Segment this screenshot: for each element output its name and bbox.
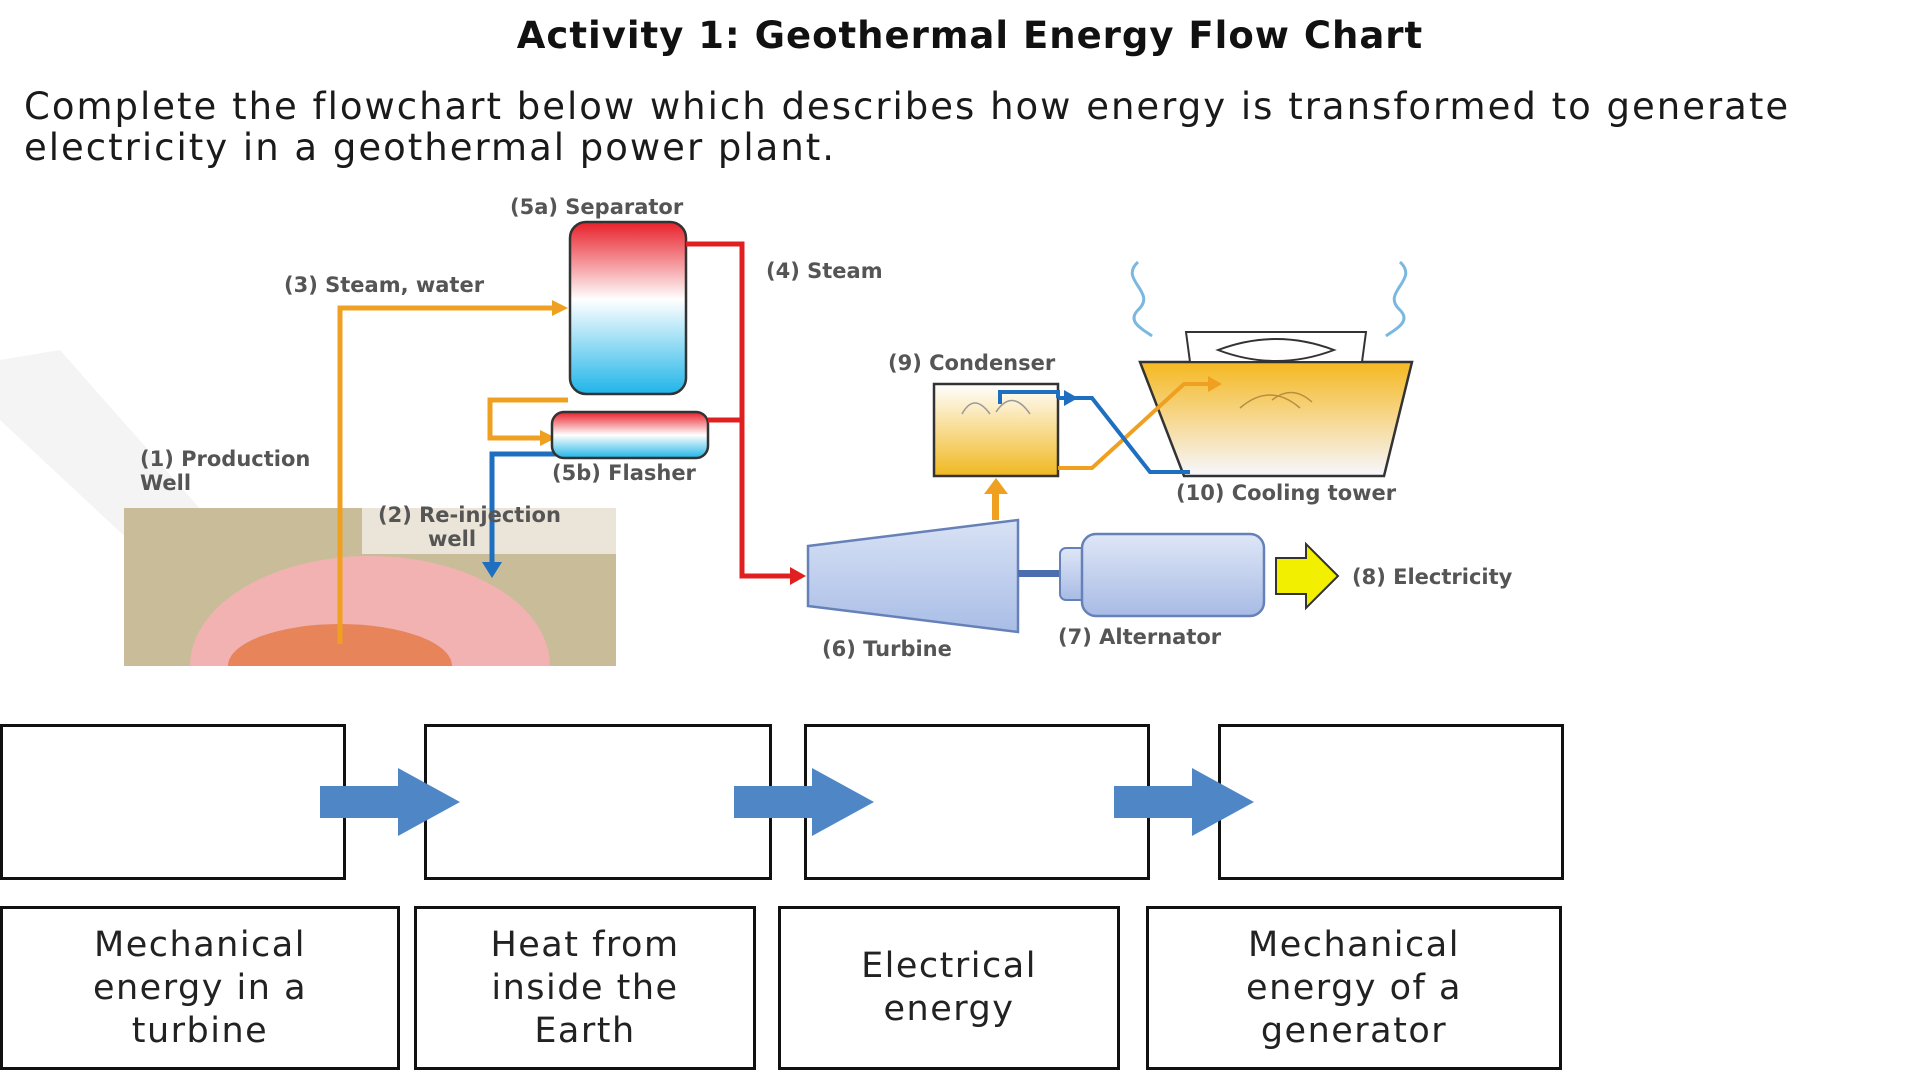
option-line: energy bbox=[883, 989, 1015, 1029]
flow-arrow-icon bbox=[320, 768, 460, 836]
option-line: Mechanical bbox=[94, 924, 306, 965]
steam-label: (4) Steam bbox=[766, 259, 883, 283]
production-well-label-line2: Well bbox=[140, 471, 191, 495]
condenser-label: (9) Condenser bbox=[888, 351, 1056, 375]
option-line: inside the bbox=[491, 967, 679, 1008]
option-line: turbine bbox=[131, 1010, 269, 1051]
reinjection-label-line1: (2) Re-injection bbox=[378, 503, 561, 527]
production-well-pipe bbox=[337, 305, 568, 644]
alternator bbox=[1059, 532, 1266, 618]
separator-label: (5a) Separator bbox=[510, 195, 684, 219]
geothermal-plant-diagram: (5a) Separator (3) Steam, water (4) Stea… bbox=[0, 195, 1513, 700]
option-line: Electrical bbox=[861, 946, 1037, 986]
reinjection-pipe bbox=[489, 451, 560, 566]
answer-box-2[interactable] bbox=[424, 724, 772, 880]
cooling-tower-label: (10) Cooling tower bbox=[1176, 481, 1397, 505]
reinjection-arrowhead bbox=[482, 562, 502, 578]
instructions: Complete the flowchart below which descr… bbox=[24, 85, 1791, 169]
flow-arrow-icon bbox=[734, 768, 874, 836]
flasher-arrowhead bbox=[540, 430, 556, 446]
production-well-label-line1: (1) Production bbox=[140, 447, 310, 471]
flasher-label: (5b) Flasher bbox=[552, 461, 697, 485]
condenser-return-arrowhead bbox=[1064, 390, 1078, 406]
alternator-label: (7) Alternator bbox=[1058, 625, 1222, 649]
option-line: energy in a bbox=[92, 967, 308, 1008]
option-line: energy of a bbox=[1246, 967, 1462, 1008]
option-line: generator bbox=[1260, 1010, 1448, 1051]
answer-box-1[interactable] bbox=[0, 724, 346, 880]
electricity-arrow-icon bbox=[1275, 541, 1340, 611]
flow-arrow-icon bbox=[1114, 768, 1254, 836]
steam-water-arrowhead bbox=[552, 300, 568, 316]
turbine bbox=[806, 518, 1020, 634]
flasher-vessel bbox=[550, 410, 710, 460]
steam-pipe bbox=[686, 241, 796, 579]
option-line: Heat from bbox=[490, 924, 680, 965]
condenser bbox=[932, 382, 1060, 478]
option-line: Earth bbox=[534, 1010, 636, 1051]
option-line: Mechanical bbox=[1248, 924, 1460, 965]
steam-arrowhead bbox=[790, 567, 806, 585]
ground-cross-section bbox=[100, 508, 620, 700]
condensate-arrow bbox=[984, 478, 1008, 520]
separator-vessel bbox=[568, 220, 688, 396]
turbine-label: (6) Turbine bbox=[822, 637, 952, 661]
cooling-tower bbox=[1130, 260, 1414, 478]
answer-box-4[interactable] bbox=[1218, 724, 1564, 880]
page-title: Activity 1: Geothermal Energy Flow Chart bbox=[516, 14, 1424, 57]
reinjection-label-line2: well bbox=[428, 527, 476, 551]
turbine-shaft bbox=[1018, 570, 1080, 577]
tower-inlet-arrowhead bbox=[1208, 376, 1222, 392]
electricity-label: (8) Electricity bbox=[1352, 565, 1513, 589]
steam-water-label: (3) Steam, water bbox=[284, 273, 485, 297]
